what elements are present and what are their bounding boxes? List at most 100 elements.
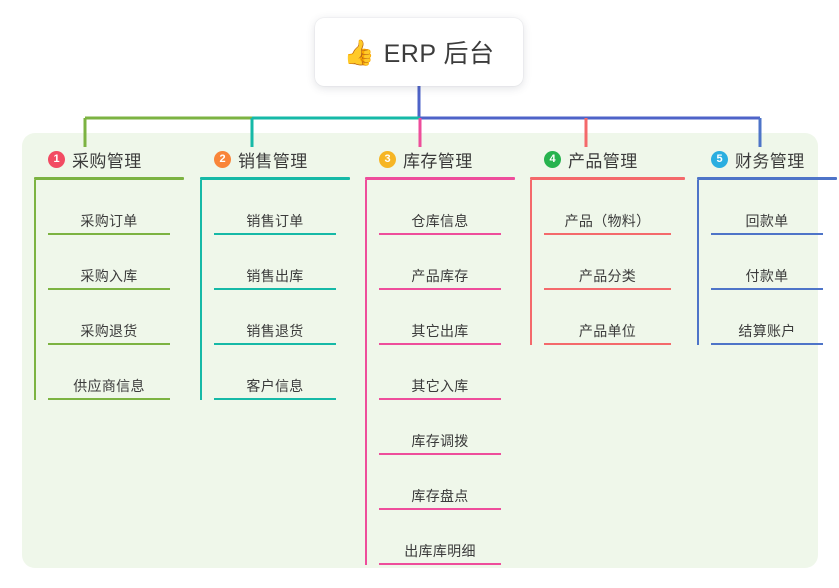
branch-column-4: 4 产品管理产品（物料） 产品分类产品单位 bbox=[530, 146, 685, 345]
branch-items: 销售订单销售出库销售退货客户信息 bbox=[200, 180, 350, 400]
branch-title: 产品管理 bbox=[568, 151, 638, 171]
branch-item[interactable]: 结算账户 bbox=[711, 290, 823, 345]
branch-spine bbox=[697, 180, 699, 345]
branch-item-underline bbox=[711, 343, 823, 345]
branch-number-badge: 5 bbox=[711, 150, 728, 168]
branch-items: 回款单付款单结算账户 bbox=[697, 180, 837, 345]
branch-item-underline bbox=[214, 233, 336, 235]
branch-items: 采购订单采购入库采购退货供应商信息 bbox=[34, 180, 184, 400]
branch-item-underline bbox=[379, 343, 501, 345]
branch-number-badge: 1 bbox=[48, 150, 65, 168]
branch-title: 销售管理 bbox=[238, 151, 308, 171]
branch-underline bbox=[365, 177, 515, 180]
branch-number-badge: 3 bbox=[379, 150, 396, 168]
branch-item-label: 销售订单 bbox=[246, 213, 304, 229]
branch-title: 财务管理 bbox=[735, 151, 805, 171]
branch-column-3: 3 库存管理仓库信息产品库存其它出库其它入库库存调拨库存盘点出库库明细 bbox=[365, 146, 515, 565]
branch-item-label: 其它入库 bbox=[411, 378, 469, 394]
branch-header-5[interactable]: 5 财务管理 bbox=[697, 146, 837, 172]
branch-item-label: 其它出库 bbox=[411, 323, 469, 339]
branch-item-label: 采购订单 bbox=[80, 213, 138, 229]
branch-item-underline bbox=[379, 233, 501, 235]
branch-item-label: 付款单 bbox=[745, 268, 789, 284]
branch-item[interactable]: 其它出库 bbox=[379, 290, 501, 345]
branch-title: 库存管理 bbox=[403, 151, 473, 171]
branch-items: 仓库信息产品库存其它出库其它入库库存调拨库存盘点出库库明细 bbox=[365, 180, 515, 565]
branch-item-label: 产品分类 bbox=[578, 268, 637, 284]
branch-item[interactable]: 库存盘点 bbox=[379, 455, 501, 510]
branch-title: 采购管理 bbox=[72, 151, 142, 171]
branch-column-2: 2 销售管理销售订单销售出库销售退货客户信息 bbox=[200, 146, 350, 400]
branch-item-underline bbox=[214, 343, 336, 345]
branch-item-label: 仓库信息 bbox=[411, 213, 469, 229]
branch-item-underline bbox=[379, 563, 501, 565]
branch-item-underline bbox=[48, 343, 170, 345]
branch-underline bbox=[697, 177, 837, 180]
thumbs-up-icon: 👍 bbox=[343, 38, 375, 67]
root-node-title: ERP 后台 bbox=[383, 40, 495, 68]
branch-header-2[interactable]: 2 销售管理 bbox=[200, 146, 350, 172]
branch-item[interactable]: 出库库明细 bbox=[379, 510, 501, 565]
branch-item-underline bbox=[544, 233, 671, 235]
branch-item[interactable]: 销售退货 bbox=[214, 290, 336, 345]
branch-item-label: 产品单位 bbox=[578, 323, 637, 339]
branch-number-badge: 4 bbox=[544, 150, 561, 168]
branch-item-underline bbox=[379, 508, 501, 510]
branch-item[interactable]: 产品单位 bbox=[544, 290, 671, 345]
branch-items: 产品（物料） 产品分类产品单位 bbox=[530, 180, 685, 345]
branch-item-label: 产品（物料） bbox=[564, 213, 651, 229]
branch-item-underline bbox=[214, 398, 336, 400]
branch-number-badge: 2 bbox=[214, 150, 231, 168]
branch-item-underline bbox=[48, 288, 170, 290]
branch-column-1: 1 采购管理采购订单采购入库采购退货供应商信息 bbox=[34, 146, 184, 400]
branch-item[interactable]: 产品（物料） bbox=[544, 180, 671, 235]
branch-item-label: 出库库明细 bbox=[404, 543, 476, 559]
branch-item-label: 采购退货 bbox=[80, 323, 138, 339]
branch-underline bbox=[530, 177, 685, 180]
branch-item-label: 采购入库 bbox=[80, 268, 138, 284]
branch-item[interactable]: 仓库信息 bbox=[379, 180, 501, 235]
branch-item[interactable]: 付款单 bbox=[711, 235, 823, 290]
branch-column-5: 5 财务管理回款单付款单结算账户 bbox=[697, 146, 837, 345]
branch-item-label: 库存盘点 bbox=[411, 488, 469, 504]
branch-item-underline bbox=[48, 398, 170, 400]
branch-item-label: 结算账户 bbox=[738, 323, 796, 339]
branch-item-label: 库存调拨 bbox=[411, 433, 469, 449]
branch-item-underline bbox=[711, 288, 823, 290]
root-node-content: 👍 ERP 后台 bbox=[343, 34, 494, 70]
branch-item-underline bbox=[544, 343, 671, 345]
branch-item-underline bbox=[544, 288, 671, 290]
content-panel bbox=[22, 133, 818, 568]
branch-item-label: 产品库存 bbox=[411, 268, 469, 284]
branch-spine bbox=[530, 180, 532, 345]
branch-spine bbox=[200, 180, 202, 400]
branch-item[interactable]: 库存调拨 bbox=[379, 400, 501, 455]
branch-item-underline bbox=[48, 233, 170, 235]
branch-item-underline bbox=[214, 288, 336, 290]
branch-item[interactable]: 产品分类 bbox=[544, 235, 671, 290]
branch-item-label: 销售退货 bbox=[246, 323, 304, 339]
branch-item[interactable]: 其它入库 bbox=[379, 345, 501, 400]
branch-item[interactable]: 回款单 bbox=[711, 180, 823, 235]
branch-item-underline bbox=[379, 453, 501, 455]
branch-header-4[interactable]: 4 产品管理 bbox=[530, 146, 685, 172]
branch-header-3[interactable]: 3 库存管理 bbox=[365, 146, 515, 172]
branch-item[interactable]: 采购入库 bbox=[48, 235, 170, 290]
branch-item[interactable]: 客户信息 bbox=[214, 345, 336, 400]
branch-item[interactable]: 采购订单 bbox=[48, 180, 170, 235]
branch-underline bbox=[200, 177, 350, 180]
branch-item[interactable]: 供应商信息 bbox=[48, 345, 170, 400]
branch-header-1[interactable]: 1 采购管理 bbox=[34, 146, 184, 172]
branch-item-label: 客户信息 bbox=[246, 378, 304, 394]
branch-item-label: 回款单 bbox=[745, 213, 789, 229]
branch-underline bbox=[34, 177, 184, 180]
branch-item[interactable]: 采购退货 bbox=[48, 290, 170, 345]
branch-item[interactable]: 销售订单 bbox=[214, 180, 336, 235]
branch-item-underline bbox=[379, 288, 501, 290]
branch-item[interactable]: 销售出库 bbox=[214, 235, 336, 290]
branch-item[interactable]: 产品库存 bbox=[379, 235, 501, 290]
root-node[interactable]: 👍 ERP 后台 bbox=[315, 18, 523, 86]
branch-spine bbox=[34, 180, 36, 400]
branch-spine bbox=[365, 180, 367, 565]
